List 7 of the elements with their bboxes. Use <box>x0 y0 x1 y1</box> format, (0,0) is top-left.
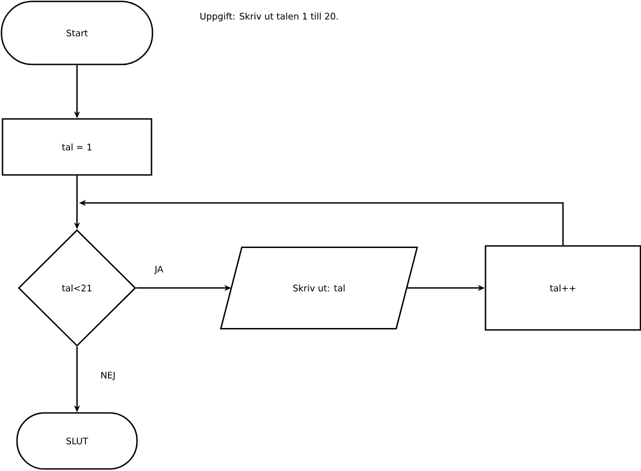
process-box: tal++ <box>484 245 641 331</box>
terminal-box: Start <box>0 0 154 66</box>
edge-label: JA <box>154 264 164 276</box>
edge-label: NEJ <box>100 370 116 382</box>
terminal-box: SLUT <box>16 412 138 470</box>
task-heading: Uppgift: Skriv ut talen 1 till 20. <box>200 12 338 22</box>
process-box: tal = 1 <box>2 118 152 176</box>
